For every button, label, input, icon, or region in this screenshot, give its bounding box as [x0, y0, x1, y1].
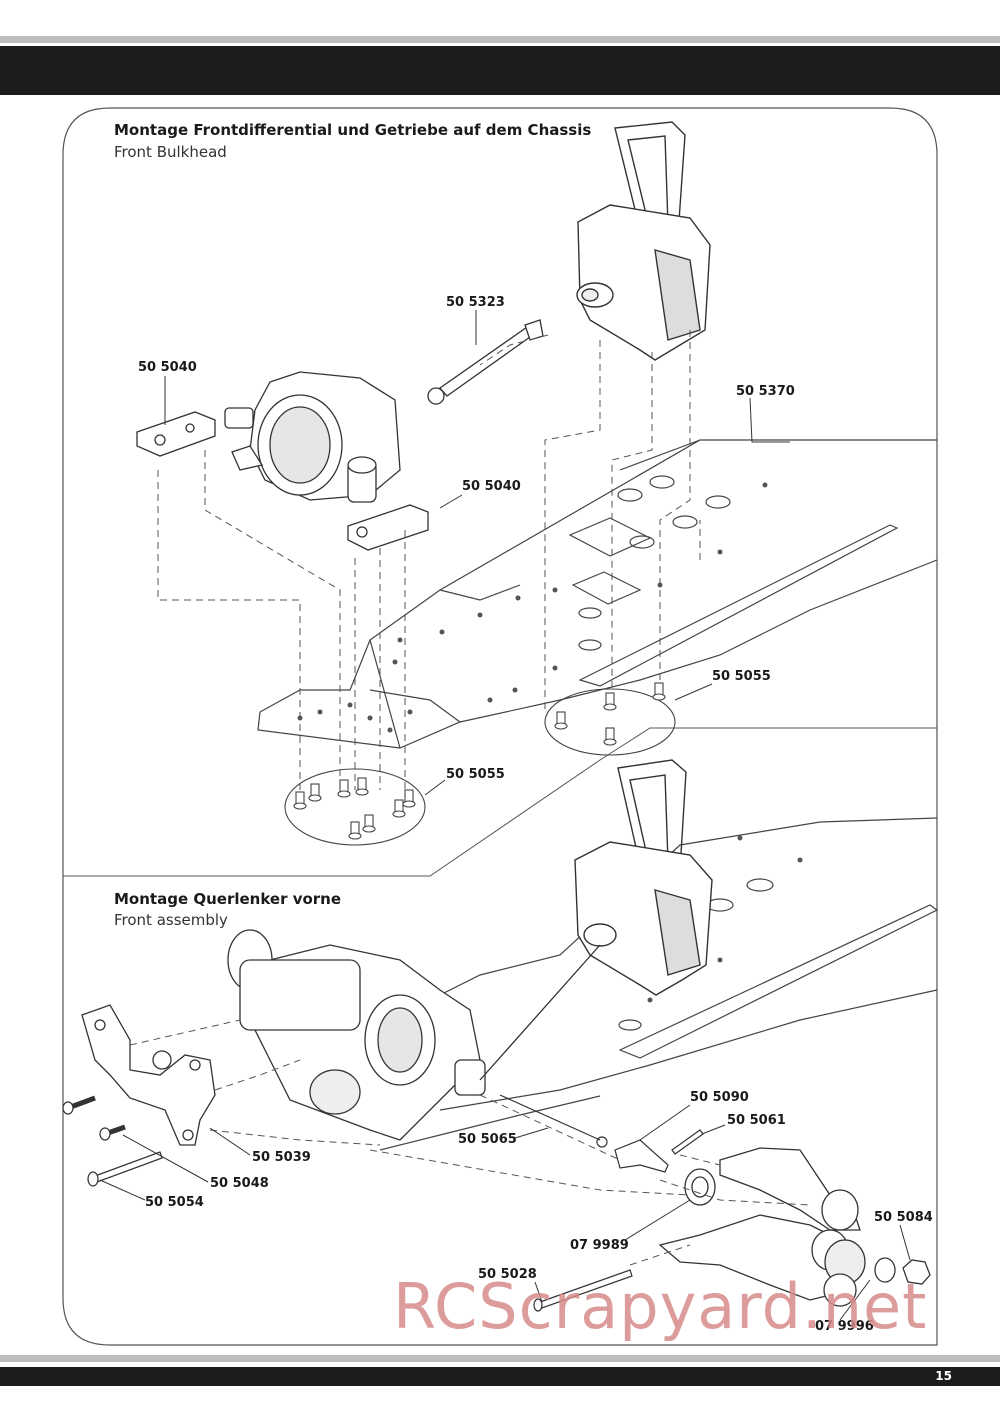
suspension-arm-lower — [658, 1214, 866, 1307]
leader-lines-2 — [129, 1019, 811, 1266]
pin-50-5061 — [671, 1129, 704, 1155]
part-label: 50 5090 — [690, 1090, 749, 1105]
chassis-dots-2 — [647, 835, 803, 1003]
suspension-arm-upper — [719, 1147, 861, 1231]
driveshaft-50-5323 — [427, 319, 544, 405]
front-assembly-body — [227, 929, 601, 1141]
frame-outline — [62, 107, 938, 1346]
section1-subtitle: Front Bulkhead — [114, 143, 227, 161]
screw-group-50-5055-a — [544, 682, 676, 756]
bottom-gray-rule — [0, 1355, 1000, 1362]
watermark-text: RCScrapyard.net — [393, 1270, 928, 1343]
part-label: 07 9996 — [815, 1319, 874, 1334]
part-label: 50 5084 — [874, 1210, 933, 1225]
label-leaders-2 — [99, 1104, 911, 1321]
part-label: 50 5054 — [145, 1195, 204, 1210]
hinge-pin-50-5065 — [499, 1094, 608, 1148]
section-divider — [63, 727, 937, 877]
mount-50-5040-a — [136, 411, 216, 457]
header-bar — [0, 46, 1000, 95]
mount-50-5040-b — [347, 504, 429, 551]
chassis-dots-1 — [297, 482, 768, 733]
gearbox-housing-1 — [576, 121, 711, 361]
nut-50-5084 — [902, 1259, 931, 1285]
section1-title: Montage Frontdifferential und Getriebe a… — [114, 121, 592, 139]
part-label: 50 5065 — [458, 1132, 517, 1147]
section2-subtitle: Front assembly — [114, 911, 228, 929]
screws-left — [62, 1095, 163, 1187]
part-label: 50 5323 — [446, 295, 505, 310]
part-label: 50 5370 — [736, 384, 795, 399]
part-label: 50 5061 — [727, 1113, 786, 1128]
part-label: 50 5040 — [462, 479, 521, 494]
part-label: 50 5055 — [446, 767, 505, 782]
label-leaders-1 — [164, 310, 790, 796]
part-label: 50 5040 — [138, 360, 197, 375]
bearing-07-9989 — [684, 1168, 716, 1206]
part-label: 50 5028 — [478, 1267, 537, 1282]
leader-lines-1 — [157, 330, 701, 790]
page-number: 15 — [935, 1369, 952, 1383]
chassis-holes-1 — [568, 475, 731, 651]
axle-50-5090 — [614, 1139, 669, 1173]
front-differential-assembly — [224, 371, 401, 503]
chassis-rail-1 — [578, 524, 899, 687]
part-label: 50 5048 — [210, 1176, 269, 1191]
part-label: 50 5055 — [712, 669, 771, 684]
section2-title: Montage Querlenker vorne — [114, 890, 342, 908]
footer-bar — [0, 1367, 1000, 1386]
part-label: 07 9989 — [570, 1238, 629, 1253]
gearbox-housing-2 — [574, 759, 713, 996]
screw-group-50-5055-b — [284, 768, 426, 846]
pin-50-5028 — [533, 1269, 633, 1312]
bearing-07-9996 — [874, 1257, 896, 1283]
top-gray-rule — [0, 36, 1000, 43]
shock-tower-50-5039 — [81, 1004, 216, 1146]
part-label: 50 5039 — [252, 1150, 311, 1165]
